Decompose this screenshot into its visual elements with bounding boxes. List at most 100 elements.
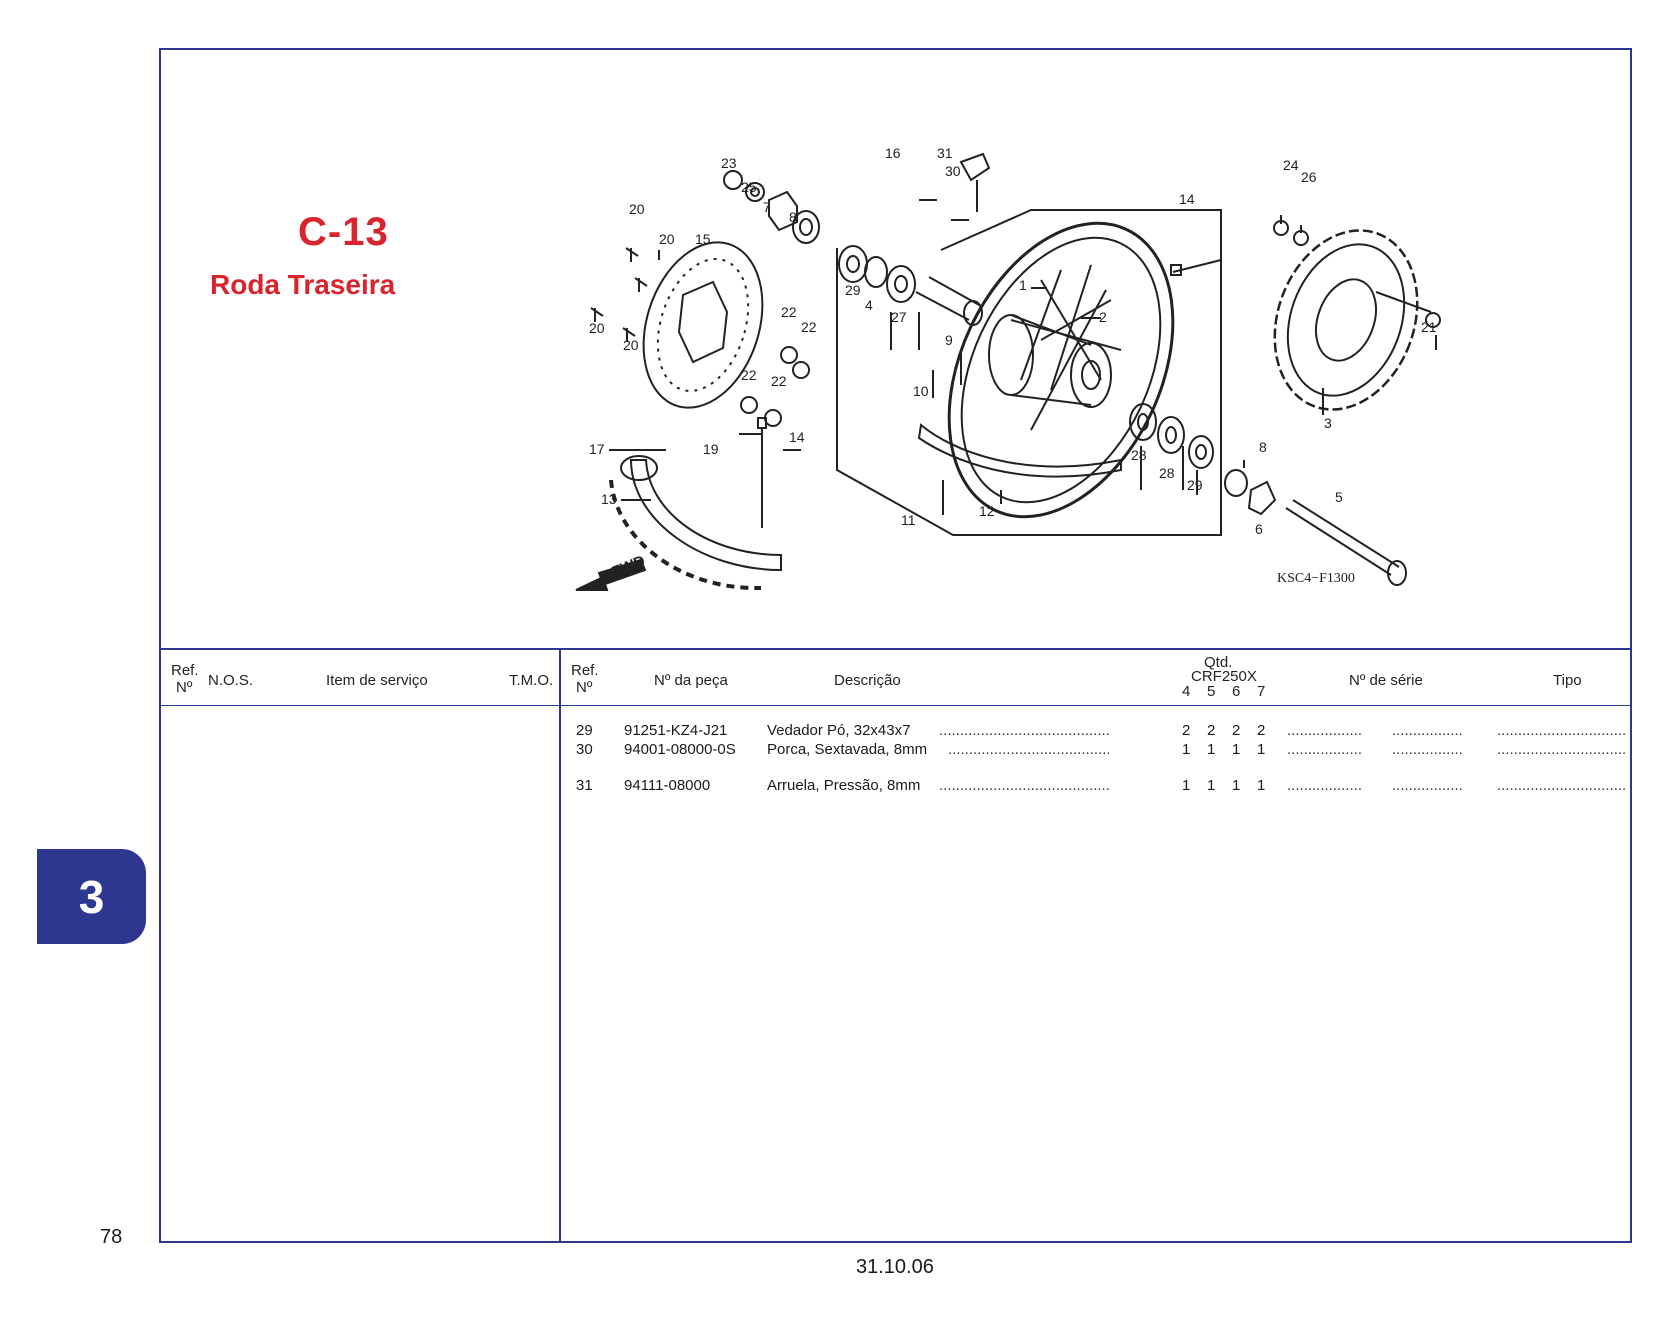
type-dots: ........................................… <box>1497 722 1625 739</box>
table-divider <box>559 650 561 1241</box>
callout-20c: 20 <box>589 320 605 336</box>
callout-30: 30 <box>945 163 961 179</box>
page-number: 78 <box>100 1226 123 1248</box>
callout-20d: 20 <box>623 337 639 353</box>
callout-14: 14 <box>789 429 805 445</box>
callout-22a: 22 <box>781 304 797 320</box>
callout-22c: 22 <box>741 367 757 383</box>
serial-dots: .............................. <box>1287 777 1361 794</box>
type-dots: ........................................… <box>1497 741 1625 758</box>
callout-6: 6 <box>1255 521 1263 537</box>
callout-16: 14 <box>1179 191 1195 207</box>
serial-dots-2: .............................. <box>1392 741 1462 758</box>
callout-11: 11 <box>901 512 916 528</box>
serial-header: Nº de série <box>1349 672 1423 689</box>
part-no-header: Nº da peça <box>654 672 728 689</box>
right-ref-no-header: Nº <box>576 679 593 696</box>
row-part-number: 94111-08000 <box>624 777 711 794</box>
callout-20b: 20 <box>659 231 675 247</box>
section-title: Roda Traseira <box>210 269 396 300</box>
callout-28a: 28 <box>1131 447 1147 463</box>
section-code: C-13 <box>298 210 389 254</box>
callout-7: 7 <box>763 199 771 215</box>
row-qty-6: 1 <box>1232 777 1241 794</box>
row-part-number: 94001-08000-0S <box>624 741 736 758</box>
row-ref: 30 <box>576 741 593 758</box>
row-ref: 31 <box>576 777 593 794</box>
qty-header: Qtd. <box>1204 654 1233 671</box>
callout-20a: 20 <box>629 201 645 217</box>
left-ref-no-header: Nº <box>176 679 193 696</box>
callout-29a: 29 <box>845 282 861 298</box>
left-nos-header: N.O.S. <box>208 672 254 689</box>
model-year-4: 4 <box>1182 683 1191 700</box>
header-line <box>161 705 1630 706</box>
type-dots: ........................................… <box>1497 777 1625 794</box>
callout-12: 12 <box>979 503 995 519</box>
callout-8a: 8 <box>789 209 797 225</box>
leader-dots: ........................................… <box>939 722 1109 739</box>
row-qty-7: 2 <box>1257 722 1266 739</box>
type-header: Tipo <box>1553 672 1582 689</box>
callout-8b: 8 <box>1259 439 1267 455</box>
serial-dots: .............................. <box>1287 722 1361 739</box>
row-qty-6: 1 <box>1232 741 1241 758</box>
callout-4: 4 <box>865 297 873 313</box>
callout-5: 5 <box>1335 489 1343 505</box>
exploded-wheel-diagram: 20 20 15 20 20 23 25 7 8 22 22 22 22 29 … <box>575 145 1441 591</box>
callout-10: 10 <box>913 383 929 399</box>
callout-21: 21 <box>1421 319 1437 335</box>
row-description: Vedador Pó, 32x43x7 <box>767 722 911 739</box>
callout-27: 27 <box>891 309 907 325</box>
callout-17: 15 <box>695 231 711 247</box>
callout-1: 1 <box>1019 277 1027 293</box>
callout-22b: 22 <box>801 319 817 335</box>
description-header: Descrição <box>834 672 901 689</box>
callout-31: 31 <box>937 145 953 161</box>
row-qty-7: 1 <box>1257 777 1266 794</box>
model-header: CRF250X <box>1191 668 1257 685</box>
row-description: Porca, Sextavada, 8mm <box>767 741 928 758</box>
callout-15: 16 <box>885 145 901 161</box>
leader-dots: ........................................… <box>948 741 1109 758</box>
model-year-7: 7 <box>1257 683 1266 700</box>
right-ref-header: Ref. <box>571 662 599 679</box>
row-qty-4: 2 <box>1182 722 1191 739</box>
model-year-5: 5 <box>1207 683 1216 700</box>
diagram-area: C-13 Roda Traseira <box>161 50 1630 650</box>
fwd-arrow-icon <box>575 558 647 591</box>
callout-29b: 29 <box>1187 477 1203 493</box>
row-qty-5: 2 <box>1207 722 1216 739</box>
row-qty-6: 2 <box>1232 722 1241 739</box>
left-ref-header: Ref. <box>171 662 199 679</box>
revision-date: 31.10.06 <box>856 1256 934 1278</box>
left-item-header: Item de serviço <box>326 672 428 689</box>
chapter-tab: 3 <box>37 849 146 944</box>
row-description: Arruela, Pressão, 8mm <box>767 777 921 794</box>
serial-dots: .............................. <box>1287 741 1361 758</box>
callout-25: 25 <box>741 179 757 195</box>
callout-19: 19 <box>703 441 719 457</box>
table-row: 30 94001-08000-0S Porca, Sextavada, 8mm … <box>161 741 1630 759</box>
diagram-code: KSC4−F1300 <box>1277 571 1355 586</box>
table-row: 29 91251-KZ4-J21 Vedador Pó, 32x43x7 ...… <box>161 722 1630 740</box>
leader-dots: ........................................… <box>939 777 1109 794</box>
callout-24: 24 <box>1283 157 1299 173</box>
row-part-number: 91251-KZ4-J21 <box>624 722 728 739</box>
serial-dots-2: .............................. <box>1392 777 1462 794</box>
brake-disc-shape <box>642 241 764 409</box>
catalog-page-frame: C-13 Roda Traseira <box>159 48 1632 1243</box>
callout-23: 23 <box>721 155 737 171</box>
callout-18: 17 <box>589 441 605 457</box>
callout-28b: 28 <box>1159 465 1175 481</box>
callout-26: 26 <box>1301 169 1317 185</box>
callout-3: 3 <box>1324 415 1332 431</box>
callout-9: 9 <box>945 332 953 348</box>
callout-2: 2 <box>1099 309 1107 325</box>
callout-22d: 22 <box>771 373 787 389</box>
model-year-6: 6 <box>1232 683 1241 700</box>
table-row: 31 94111-08000 Arruela, Pressão, 8mm ...… <box>161 777 1630 795</box>
row-ref: 29 <box>576 722 593 739</box>
row-qty-7: 1 <box>1257 741 1266 758</box>
callout-13: 13 <box>601 491 617 507</box>
